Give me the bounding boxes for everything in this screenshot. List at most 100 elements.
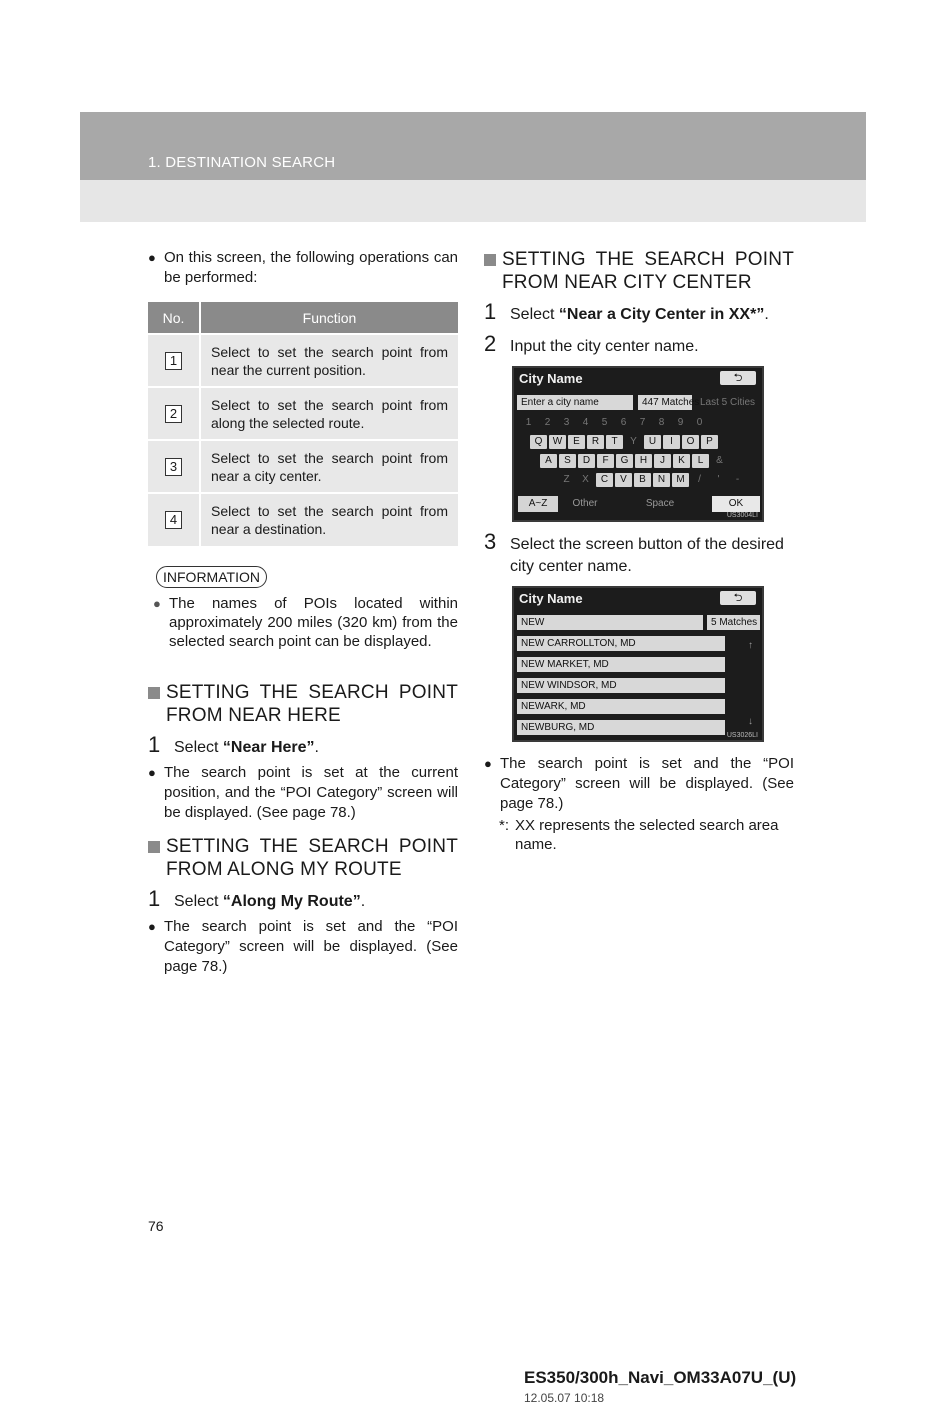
heading-line2: FROM NEAR HERE [166,705,341,726]
back-button[interactable]: ⮌ [720,371,756,385]
city-list-item[interactable]: NEW WINDSOR, MD [517,678,725,693]
step-suffix: . [764,306,769,323]
scroll-up-icon[interactable]: ↑ [748,640,753,651]
key[interactable]: 6 [620,417,627,428]
step-prefix: Select [174,739,223,756]
key[interactable]: I [663,435,680,449]
city-list-item[interactable]: NEWARK, MD [517,699,725,714]
heading-line1: SETTING THE SEARCH POINT [166,836,458,857]
matches-button[interactable]: 5 Matches [707,615,760,630]
section-title: 1. DESTINATION SEARCH [148,154,336,171]
row-number-box: 1 [165,351,182,370]
step-prefix: Select [174,893,223,910]
key[interactable]: N [653,473,670,487]
key[interactable]: 5 [601,417,608,428]
key[interactable]: T [606,435,623,449]
information-text: The names of POIs located within approxi… [148,594,458,651]
city-name-keyboard-screen: City Name ⮌ Enter a city name 447 Matche… [512,366,764,522]
city-center-note: The search point is set and the “POI Cat… [484,754,794,814]
row-number-box: 2 [165,404,182,423]
key[interactable]: U [644,435,661,449]
heading-square-icon [148,841,160,853]
key[interactable]: Q [530,435,547,449]
matches-button[interactable]: 447 Matches [638,395,699,410]
image-code: US3026LI [726,732,758,739]
table-row: 2 Select to set the search point from al… [148,386,458,440]
step-number: 1 [484,299,497,324]
key[interactable]: X [582,474,589,485]
key[interactable]: H [635,454,652,468]
key[interactable]: P [701,435,718,449]
key[interactable]: W [549,435,566,449]
left-column: On this screen, the following operations… [148,248,458,977]
ok-button[interactable]: OK [712,496,760,512]
key[interactable]: E [568,435,585,449]
key[interactable]: 3 [563,417,570,428]
step-number: 3 [484,529,497,554]
key[interactable]: F [597,454,614,468]
row-function: Select to set the search point from alon… [200,386,458,440]
step-number: 1 [148,732,161,757]
city-name-input[interactable]: Enter a city name [517,395,633,410]
city-list-item[interactable]: NEW CARROLLTON, MD [517,636,725,651]
key[interactable]: 9 [677,417,684,428]
key[interactable]: 2 [544,417,551,428]
a-z-button[interactable]: A~Z [518,496,558,512]
city-name-list-screen: City Name ⮌ NEW 5 Matches NEW CARROLLTON… [512,586,764,742]
along-route-note: The search point is set and the “POI Cat… [148,917,458,977]
step-button-name: “Along My Route” [222,893,361,910]
space-button[interactable]: Space [645,498,675,509]
key[interactable]: R [587,435,604,449]
key[interactable]: D [578,454,595,468]
city-list-item[interactable]: NEW MARKET, MD [517,657,725,672]
step-text: Select the screen button of the desired … [510,536,784,575]
key[interactable]: A [540,454,557,468]
key[interactable]: L [692,454,709,468]
heading-line1: SETTING THE SEARCH POINT [166,682,458,703]
row-number-box: 3 [165,457,182,476]
key[interactable]: O [682,435,699,449]
step-button-name: “Near Here” [222,739,315,756]
header-band [80,112,866,180]
key[interactable]: S [559,454,576,468]
scroll-down-icon[interactable]: ↓ [748,716,753,727]
heading-square-icon [148,687,160,699]
near-here-note: The search point is set at the current p… [148,763,458,823]
key[interactable]: ' [717,474,720,485]
last-5-cities-button[interactable]: Last 5 Cities [700,397,756,408]
step-number: 2 [484,331,497,356]
key[interactable]: V [615,473,632,487]
row-function: Select to set the search point from near… [200,492,458,546]
key[interactable]: Z [563,474,570,485]
key[interactable]: 4 [582,417,589,428]
asterisk-marker: *: [499,817,510,834]
city-name-input[interactable]: NEW [517,615,703,630]
key[interactable]: M [672,473,689,487]
city-list-item[interactable]: NEWBURG, MD [517,720,725,735]
back-button[interactable]: ⮌ [720,591,756,605]
key[interactable]: / [698,474,701,485]
header-subband [80,180,866,222]
key[interactable]: 1 [525,417,532,428]
key[interactable]: & [716,455,723,466]
col-header-no: No. [148,302,201,334]
other-button[interactable]: Other [572,498,598,509]
key[interactable]: K [673,454,690,468]
key[interactable]: G [616,454,633,468]
key[interactable]: B [634,473,651,487]
key[interactable]: C [596,473,613,487]
image-code: US3004LI [726,512,758,519]
row-function: Select to set the search point from near… [200,439,458,493]
key[interactable]: Y [630,436,637,447]
key[interactable]: 8 [658,417,665,428]
key[interactable]: - [735,474,740,485]
key[interactable]: 0 [696,417,703,428]
key[interactable]: J [654,454,671,468]
key[interactable]: 7 [639,417,646,428]
screen-title: City Name [519,591,583,606]
document-date: 12.05.07 10:18 [524,1391,605,1405]
row-number-box: 4 [165,511,182,529]
